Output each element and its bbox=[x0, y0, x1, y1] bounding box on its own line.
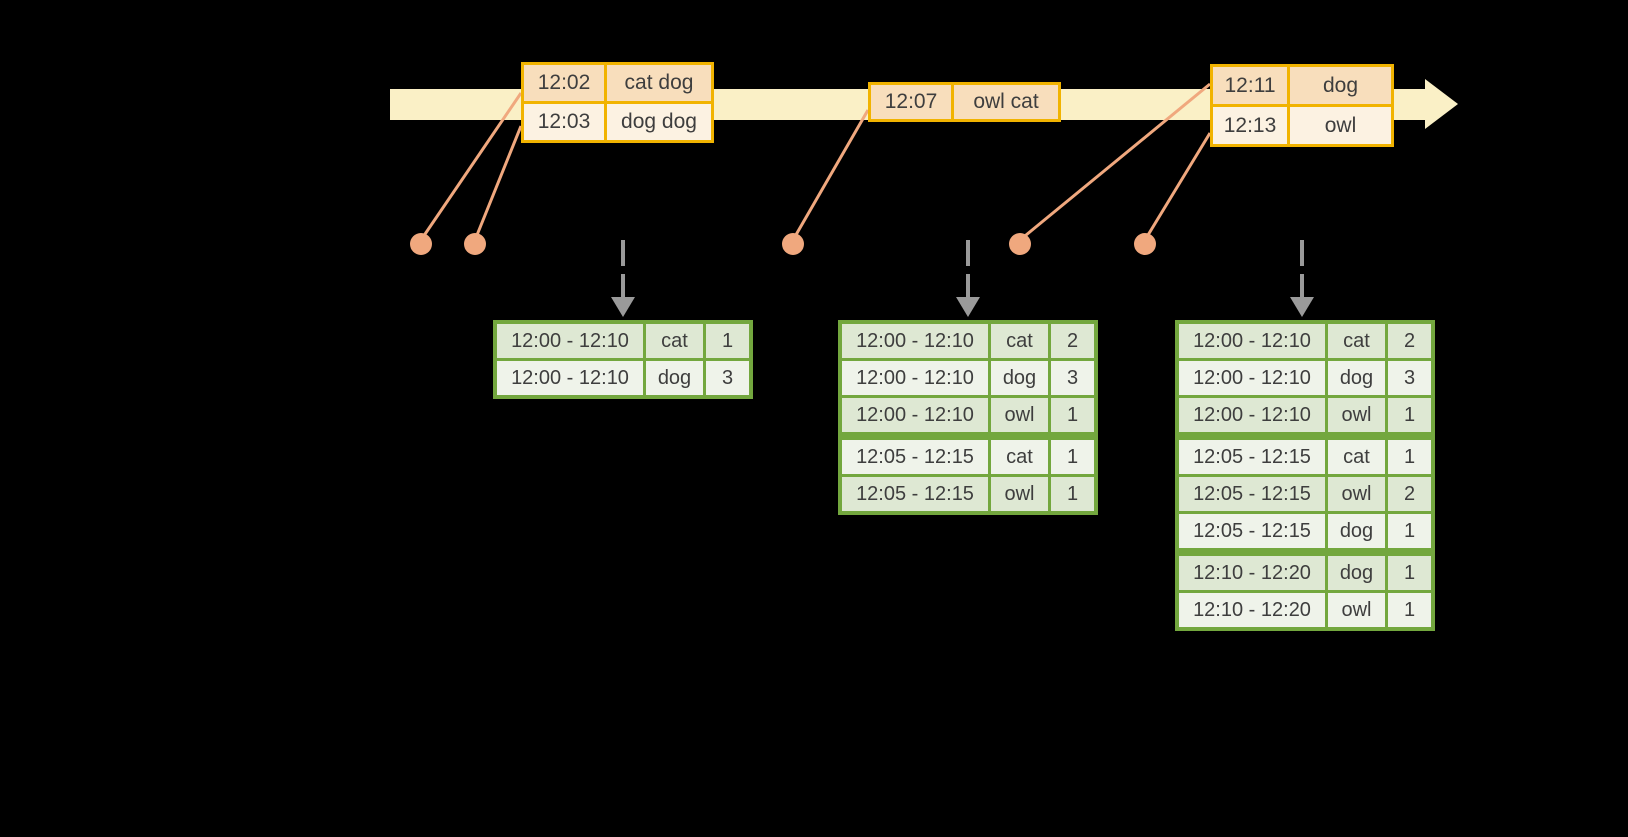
event-connector-line bbox=[1019, 82, 1211, 242]
event-time-cell: 12:03 bbox=[524, 104, 604, 140]
word-cell: dog bbox=[1328, 514, 1385, 548]
window-cell: 12:00 - 12:10 bbox=[497, 324, 643, 358]
event-words-cell: owl bbox=[1290, 107, 1391, 144]
count-cell: 3 bbox=[1051, 361, 1094, 395]
count-cell: 1 bbox=[1051, 398, 1094, 432]
event-time-cell: 12:11 bbox=[1213, 67, 1287, 104]
event-time-cell: 12:02 bbox=[524, 65, 604, 101]
window-cell: 12:00 - 12:10 bbox=[1179, 398, 1325, 432]
word-cell: dog bbox=[1328, 556, 1385, 590]
window-cell: 12:00 - 12:10 bbox=[1179, 361, 1325, 395]
window-cell: 12:00 - 12:10 bbox=[842, 361, 988, 395]
event-time-cell: 12:07 bbox=[871, 85, 951, 119]
word-cell: cat bbox=[646, 324, 703, 358]
word-cell: dog bbox=[646, 361, 703, 395]
word-cell: owl bbox=[991, 477, 1048, 511]
word-cell: cat bbox=[991, 440, 1048, 474]
event-dot-icon bbox=[410, 233, 432, 255]
window-cell: 12:05 - 12:15 bbox=[1179, 514, 1325, 548]
word-cell: cat bbox=[1328, 324, 1385, 358]
window-cell: 12:05 - 12:15 bbox=[842, 440, 988, 474]
window-cell: 12:10 - 12:20 bbox=[1179, 593, 1325, 627]
event-dot-icon bbox=[464, 233, 486, 255]
count-cell: 1 bbox=[1388, 440, 1431, 474]
word-cell: dog bbox=[991, 361, 1048, 395]
event-words-cell: dog dog bbox=[607, 104, 711, 140]
trigger-arrow-icon bbox=[1290, 240, 1314, 317]
count-cell: 3 bbox=[1388, 361, 1431, 395]
count-cell: 1 bbox=[1051, 440, 1094, 474]
window-cell: 12:05 - 12:15 bbox=[842, 477, 988, 511]
trigger-arrow-icon bbox=[611, 240, 635, 317]
event-connector-line bbox=[419, 92, 523, 241]
event-words-cell: cat dog bbox=[607, 65, 711, 101]
window-cell: 12:10 - 12:20 bbox=[1179, 556, 1325, 590]
count-cell: 3 bbox=[706, 361, 749, 395]
event-dot-icon bbox=[782, 233, 804, 255]
word-cell: cat bbox=[1328, 440, 1385, 474]
event-words-cell: owl cat bbox=[954, 85, 1058, 119]
count-cell: 1 bbox=[706, 324, 749, 358]
count-cell: 1 bbox=[1388, 398, 1431, 432]
window-cell: 12:00 - 12:10 bbox=[842, 398, 988, 432]
event-dot-icon bbox=[1009, 233, 1031, 255]
word-cell: owl bbox=[1328, 398, 1385, 432]
window-cell: 12:05 - 12:15 bbox=[1179, 440, 1325, 474]
word-cell: dog bbox=[1328, 361, 1385, 395]
word-cell: owl bbox=[1328, 477, 1385, 511]
count-cell: 2 bbox=[1388, 324, 1431, 358]
word-cell: cat bbox=[991, 324, 1048, 358]
count-cell: 2 bbox=[1051, 324, 1094, 358]
window-cell: 12:00 - 12:10 bbox=[497, 361, 643, 395]
count-cell: 1 bbox=[1388, 593, 1431, 627]
event-connector-line bbox=[473, 125, 523, 241]
event-words-cell: dog bbox=[1290, 67, 1391, 104]
window-cell: 12:05 - 12:15 bbox=[1179, 477, 1325, 511]
word-cell: owl bbox=[1328, 593, 1385, 627]
count-cell: 1 bbox=[1388, 556, 1431, 590]
window-cell: 12:00 - 12:10 bbox=[842, 324, 988, 358]
word-cell: owl bbox=[991, 398, 1048, 432]
event-connector-line bbox=[791, 109, 870, 241]
count-cell: 1 bbox=[1388, 514, 1431, 548]
trigger-arrow-icon bbox=[956, 240, 980, 317]
timeline-arrowhead-icon bbox=[1425, 79, 1458, 129]
window-cell: 12:00 - 12:10 bbox=[1179, 324, 1325, 358]
count-cell: 1 bbox=[1051, 477, 1094, 511]
count-cell: 2 bbox=[1388, 477, 1431, 511]
event-connector-line bbox=[1143, 132, 1212, 241]
event-time-cell: 12:13 bbox=[1213, 107, 1287, 144]
event-dot-icon bbox=[1134, 233, 1156, 255]
